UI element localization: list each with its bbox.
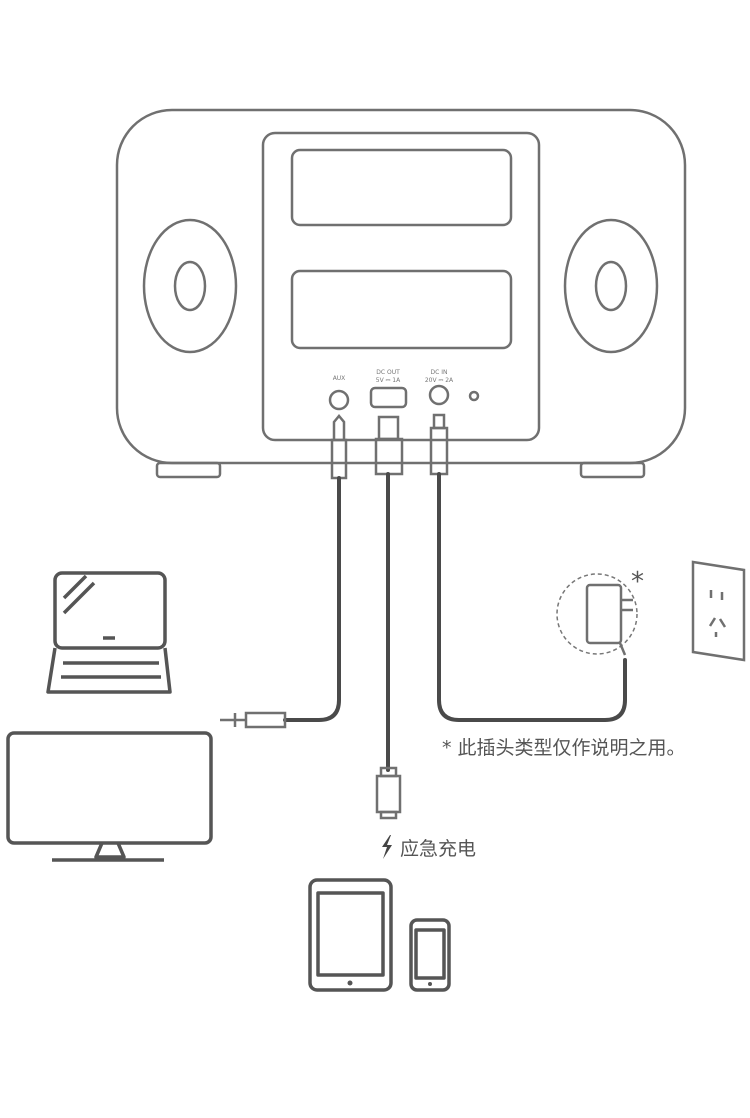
dc-cable: *: [429, 413, 644, 722]
emergency-charge-label: 应急充电: [400, 838, 476, 860]
usb-cable: [374, 415, 404, 820]
aux-cable: [220, 414, 348, 729]
indicator-light: [468, 390, 480, 402]
adapter-dashed-circle: [556, 573, 638, 655]
right-driver: [563, 218, 659, 354]
monitor-icon: [6, 731, 213, 862]
tablet-icon: [308, 878, 393, 992]
dc-in-rating: 20V ⎓ 2A: [425, 377, 454, 384]
aux-port: [328, 389, 350, 411]
dc-out-rating: 5V ⎓ 1A: [376, 377, 401, 384]
dc-in-port: [428, 384, 450, 406]
aux-label: AUX: [333, 375, 346, 382]
speaker: AUX DC OUT 5V ⎓ 1A DC IN 20V ⎓ 2A: [115, 108, 687, 479]
plug-disclaimer-note: * 此插头类型仅作说明之用。: [442, 737, 686, 759]
asterisk-mark: *: [631, 567, 644, 597]
lightning-icon: [382, 835, 392, 859]
dc-in-label: DC IN: [431, 369, 448, 376]
power-adapter: [585, 583, 623, 645]
usb-port: [369, 386, 408, 409]
wall-socket-icon: [691, 560, 746, 662]
back-panel: [261, 131, 541, 442]
phone-icon: [409, 918, 451, 992]
dc-out-label: DC OUT: [376, 369, 400, 376]
laptop-icon: [46, 571, 172, 694]
left-driver: [142, 218, 238, 354]
